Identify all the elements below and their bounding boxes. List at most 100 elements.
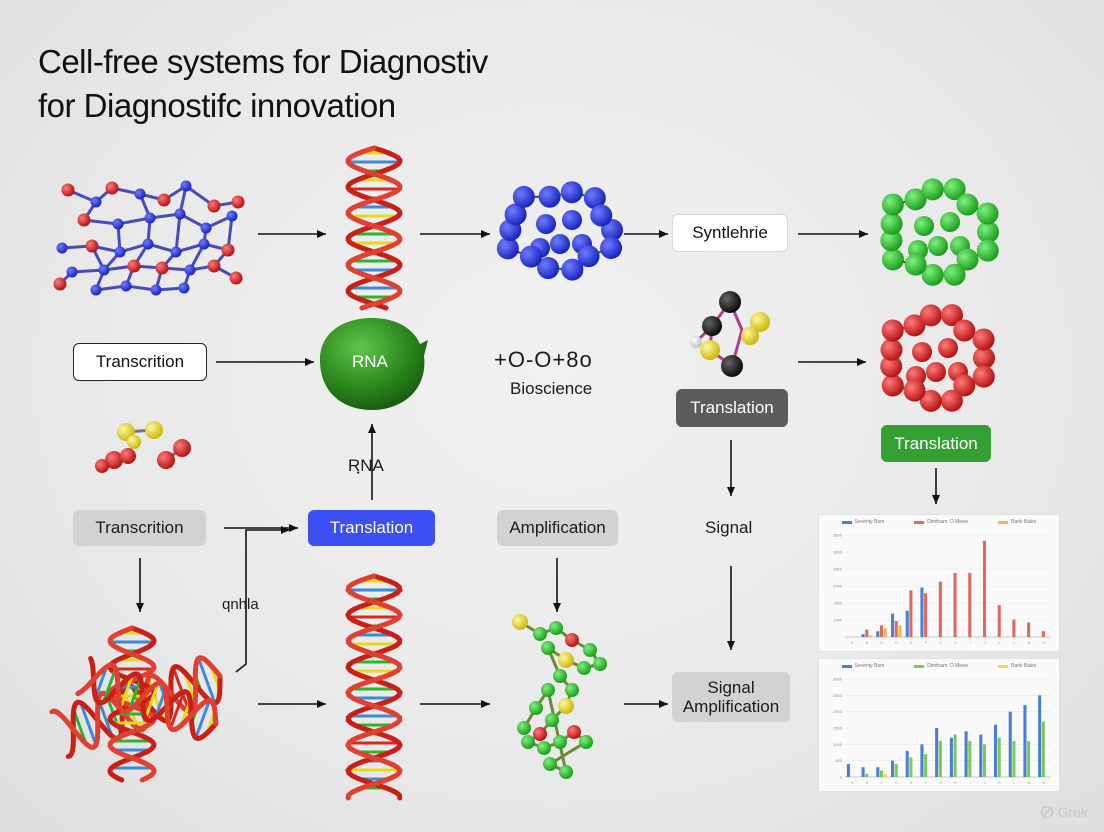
rna-blob-icon (320, 318, 428, 410)
chart-panel-top: Seventy Bam Dimitram: D Mews Bank Bales … (818, 514, 1060, 652)
chart-bar (938, 581, 942, 637)
chart-bar (920, 587, 924, 637)
x-tick-label: K (998, 781, 1001, 785)
dna-helix-icon-bottom (345, 573, 403, 801)
chart-bar (909, 757, 913, 777)
chart-bar (890, 613, 895, 637)
chart-bar (953, 572, 957, 637)
translation-box-green[interactable]: Translation (881, 425, 991, 462)
signal-label: Signal (705, 518, 753, 537)
x-tick-label: L (1013, 641, 1015, 645)
x-tick-label: D (895, 781, 898, 785)
chart-bar (982, 744, 987, 777)
x-tick-label: L (1013, 781, 1015, 785)
y-tick-label: 1000 (833, 742, 843, 747)
y-tick-label: 500 (835, 758, 842, 763)
chart-panel-bottom: Seventy Bam Dimitram: D Mews Bank Bales … (818, 658, 1060, 792)
chart-bar (993, 724, 998, 777)
chart-bar (979, 734, 983, 777)
translation-box-blue[interactable]: Translation (308, 510, 435, 546)
chart-bar (1027, 741, 1031, 777)
chart-top-legend-item-2: Dimitram: D Mews (914, 519, 968, 525)
chart-bar (949, 737, 953, 777)
x-tick-label: D (895, 641, 898, 645)
x-tick-label: F (925, 641, 927, 645)
transcription-grey-label: Transcrition (95, 518, 184, 537)
chart-bar (968, 572, 972, 637)
chart-bar (879, 625, 884, 637)
chart-bottom-legend-item-1: Seventy Bam (841, 663, 884, 669)
chart-bar (938, 741, 942, 777)
x-tick-label: H (954, 781, 957, 785)
x-tick-label: E (910, 781, 913, 785)
chart-bar (1038, 695, 1042, 777)
rna-small-label: RฺNA (348, 456, 384, 475)
x-tick-label: B (866, 641, 869, 645)
chart-bar (1012, 619, 1016, 637)
chart-bar (894, 763, 898, 777)
chart-bar (1023, 705, 1027, 777)
chart-bar (997, 737, 1001, 777)
chart-bar (920, 744, 924, 777)
amplified-molecule-chain-icon (512, 614, 607, 779)
synthesize-box[interactable]: Syntlehrie (672, 214, 788, 252)
watermark: Grok (1040, 804, 1088, 820)
chart-bar (865, 629, 869, 637)
chart-bar (909, 590, 913, 637)
transcription-box-grey[interactable]: Transcrition (73, 510, 206, 546)
chart-bar (883, 773, 887, 777)
grok-logo-icon (1040, 805, 1053, 819)
x-tick-label: C (881, 781, 884, 785)
translation-box-dark[interactable]: Translation (676, 389, 788, 427)
y-tick-label: 2500 (833, 693, 843, 698)
x-tick-label: C (881, 641, 884, 645)
blue-protein-ring-icon (496, 181, 623, 281)
transcription-outline-label: Transcrition (95, 352, 185, 371)
chart-bar (890, 760, 895, 777)
small-molecule-icon (690, 291, 770, 377)
x-tick-label: J (984, 781, 986, 785)
chart-bar (935, 728, 939, 777)
qnhla-label: qnhla (222, 596, 259, 613)
signal-amplification-box[interactable]: Signal Amplification (672, 672, 790, 722)
x-tick-label: A (851, 641, 854, 645)
x-tick-label: G (939, 641, 942, 645)
dna-helix-icon-top (345, 145, 403, 311)
translation-dark-label: Translation (690, 398, 774, 417)
amplification-box[interactable]: Amplification (497, 510, 618, 546)
y-tick-label: 3000 (833, 550, 843, 555)
chart-bar (861, 634, 865, 637)
chart-bar (905, 610, 909, 637)
chart-bar (1027, 622, 1031, 637)
chart-bar (964, 731, 968, 777)
x-tick-label: A (851, 781, 854, 785)
y-tick-label: 1000 (833, 618, 843, 623)
x-tick-label: I (970, 641, 971, 645)
chart-bar (898, 625, 902, 637)
chart-bar (846, 763, 850, 777)
y-tick-label: 2000 (833, 584, 843, 589)
bioscience-label: Bioscience (510, 379, 593, 398)
transcription-box-outline[interactable]: Transcrition (73, 343, 207, 381)
x-tick-label: H (954, 641, 957, 645)
yellow-red-molecule-icon (95, 421, 191, 473)
chart-bar (924, 754, 928, 777)
bioscience-symbols: +O-O+8o (494, 347, 593, 372)
x-tick-label: B (866, 781, 869, 785)
y-tick-label: 2500 (833, 567, 843, 572)
y-tick-label: 1500 (833, 726, 843, 731)
y-tick-label: 1500 (833, 601, 843, 606)
chart-bar (1008, 711, 1012, 777)
x-tick-label: K (998, 641, 1001, 645)
chart-bar (1012, 741, 1016, 777)
chart-bar (865, 773, 869, 777)
y-tick-label: 2000 (833, 709, 843, 714)
chart-bar (953, 734, 957, 777)
chart-bottom-legend: Seventy Bam Dimitram: D Mews Bank Bales (819, 663, 1059, 669)
dna-cluster-icon (49, 625, 223, 783)
protein-network-icon (53, 180, 245, 296)
chart-bar (997, 604, 1001, 637)
chart-top-legend-item-1: Seventy Bam (841, 519, 884, 525)
